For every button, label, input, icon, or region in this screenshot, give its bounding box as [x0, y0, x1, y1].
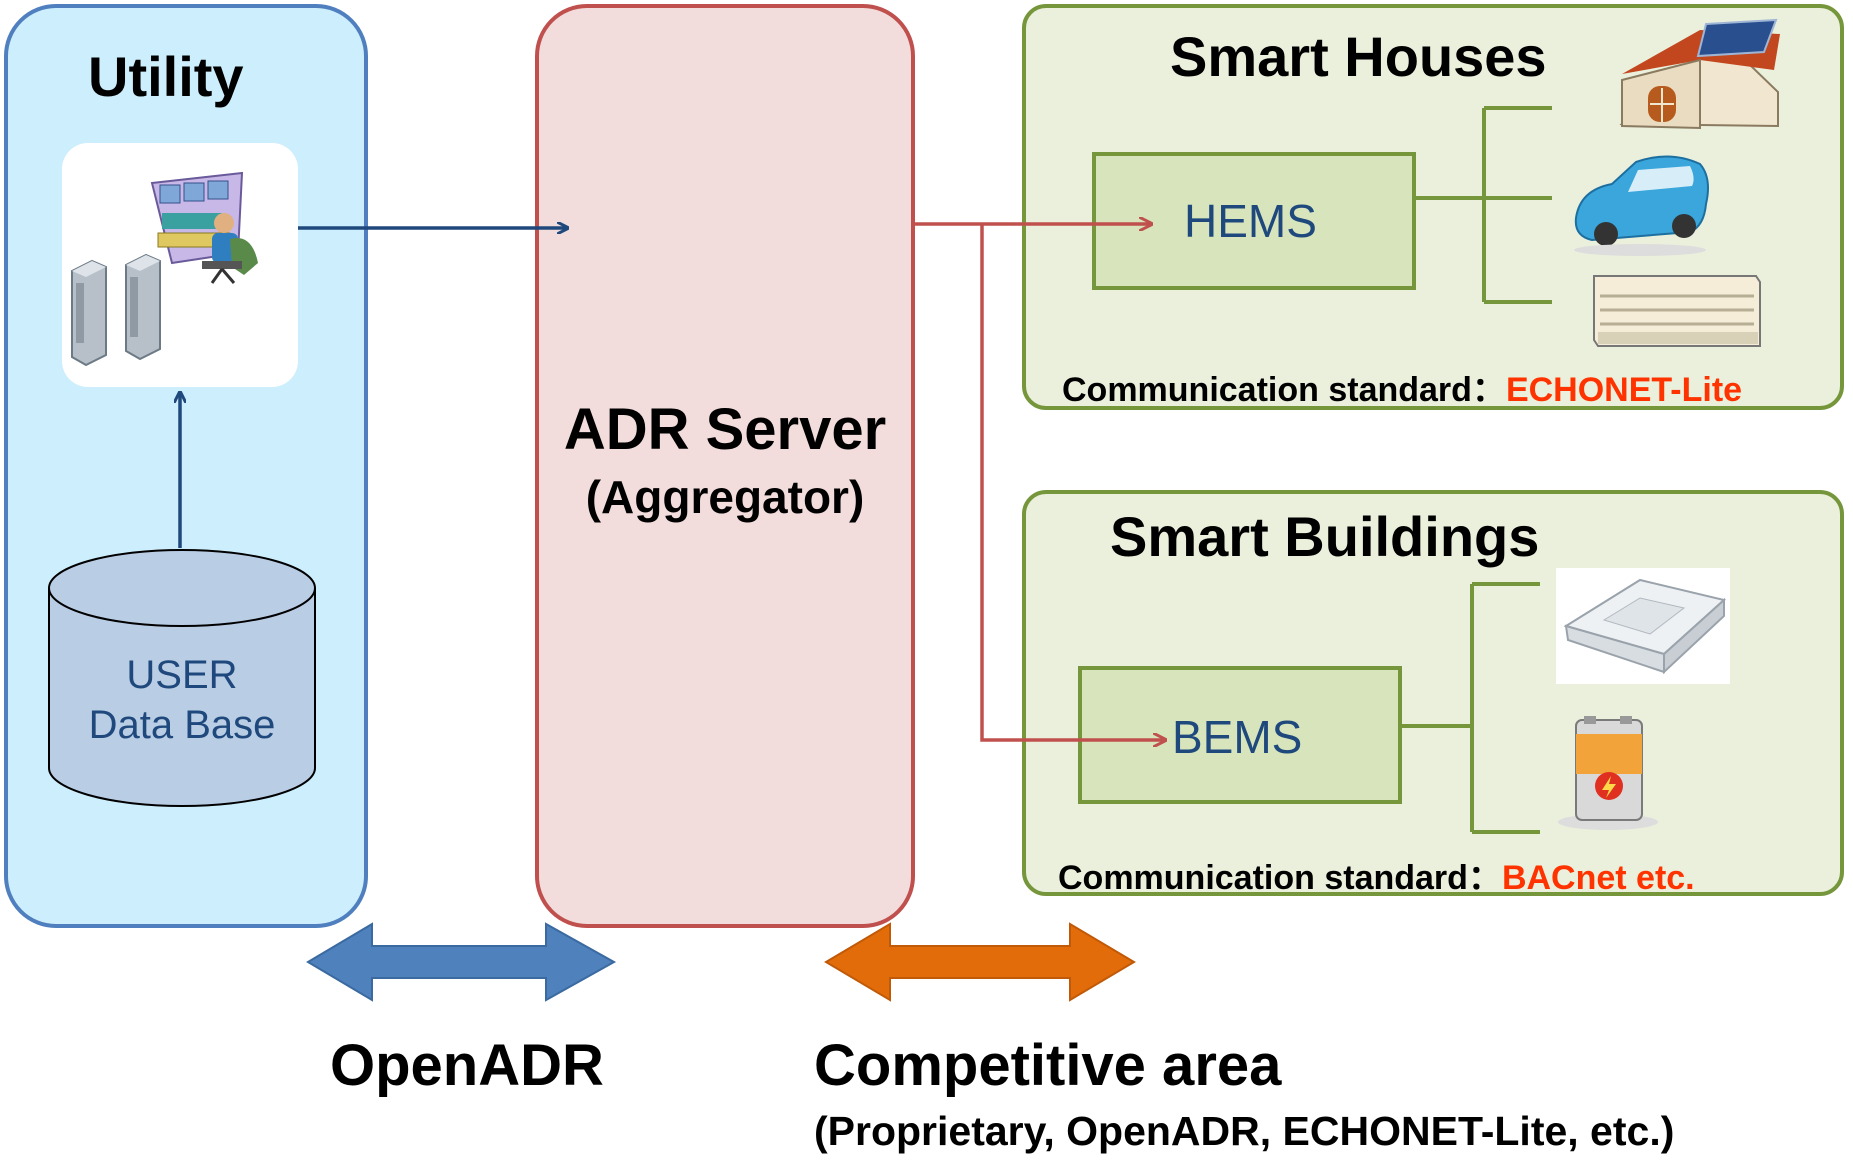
adr-to-bems-arrow [980, 224, 1166, 740]
bems-box [1078, 666, 1402, 804]
adr-server-subtitle: (Aggregator) [585, 471, 865, 523]
smart-houses-title: Smart Houses [1170, 25, 1547, 88]
openadr-label: OpenADR [330, 1033, 604, 1098]
openadr-double-arrow [306, 922, 617, 1002]
adr-server-title: ADR Server [563, 397, 887, 462]
server-icon [71, 253, 161, 367]
hems-label: HEMS [1184, 195, 1317, 247]
competitive-area-label: Competitive area [814, 1033, 1282, 1098]
hems-device-tree [1416, 106, 1552, 304]
utility-title: Utility [88, 45, 244, 108]
battery-icon [1558, 716, 1658, 830]
houses-communication-standard: Communication standard：ECHONET-Lite [1062, 371, 1743, 409]
bems-label: BEMS [1172, 711, 1303, 763]
house-icon [1619, 18, 1780, 130]
ceiling-cassette-ac-icon [1556, 568, 1730, 684]
bems-device-tree [1402, 582, 1540, 834]
control-desk-icon [150, 171, 258, 284]
operator-workstation-icon [62, 143, 298, 387]
car-icon [1574, 155, 1709, 256]
competitive-area-sublabel: (Proprietary, OpenADR, ECHONET-Lite, etc… [814, 1108, 1675, 1154]
user-database [46, 548, 318, 810]
smart-buildings-title: Smart Buildings [1110, 505, 1540, 568]
buildings-communication-standard: Communication standard：BACnet etc. [1058, 859, 1695, 897]
adr-server-panel [535, 4, 915, 928]
competitive-double-arrow [824, 922, 1136, 1002]
air-conditioner-icon [1593, 275, 1761, 347]
database-label: USER Data Base [88, 653, 276, 747]
